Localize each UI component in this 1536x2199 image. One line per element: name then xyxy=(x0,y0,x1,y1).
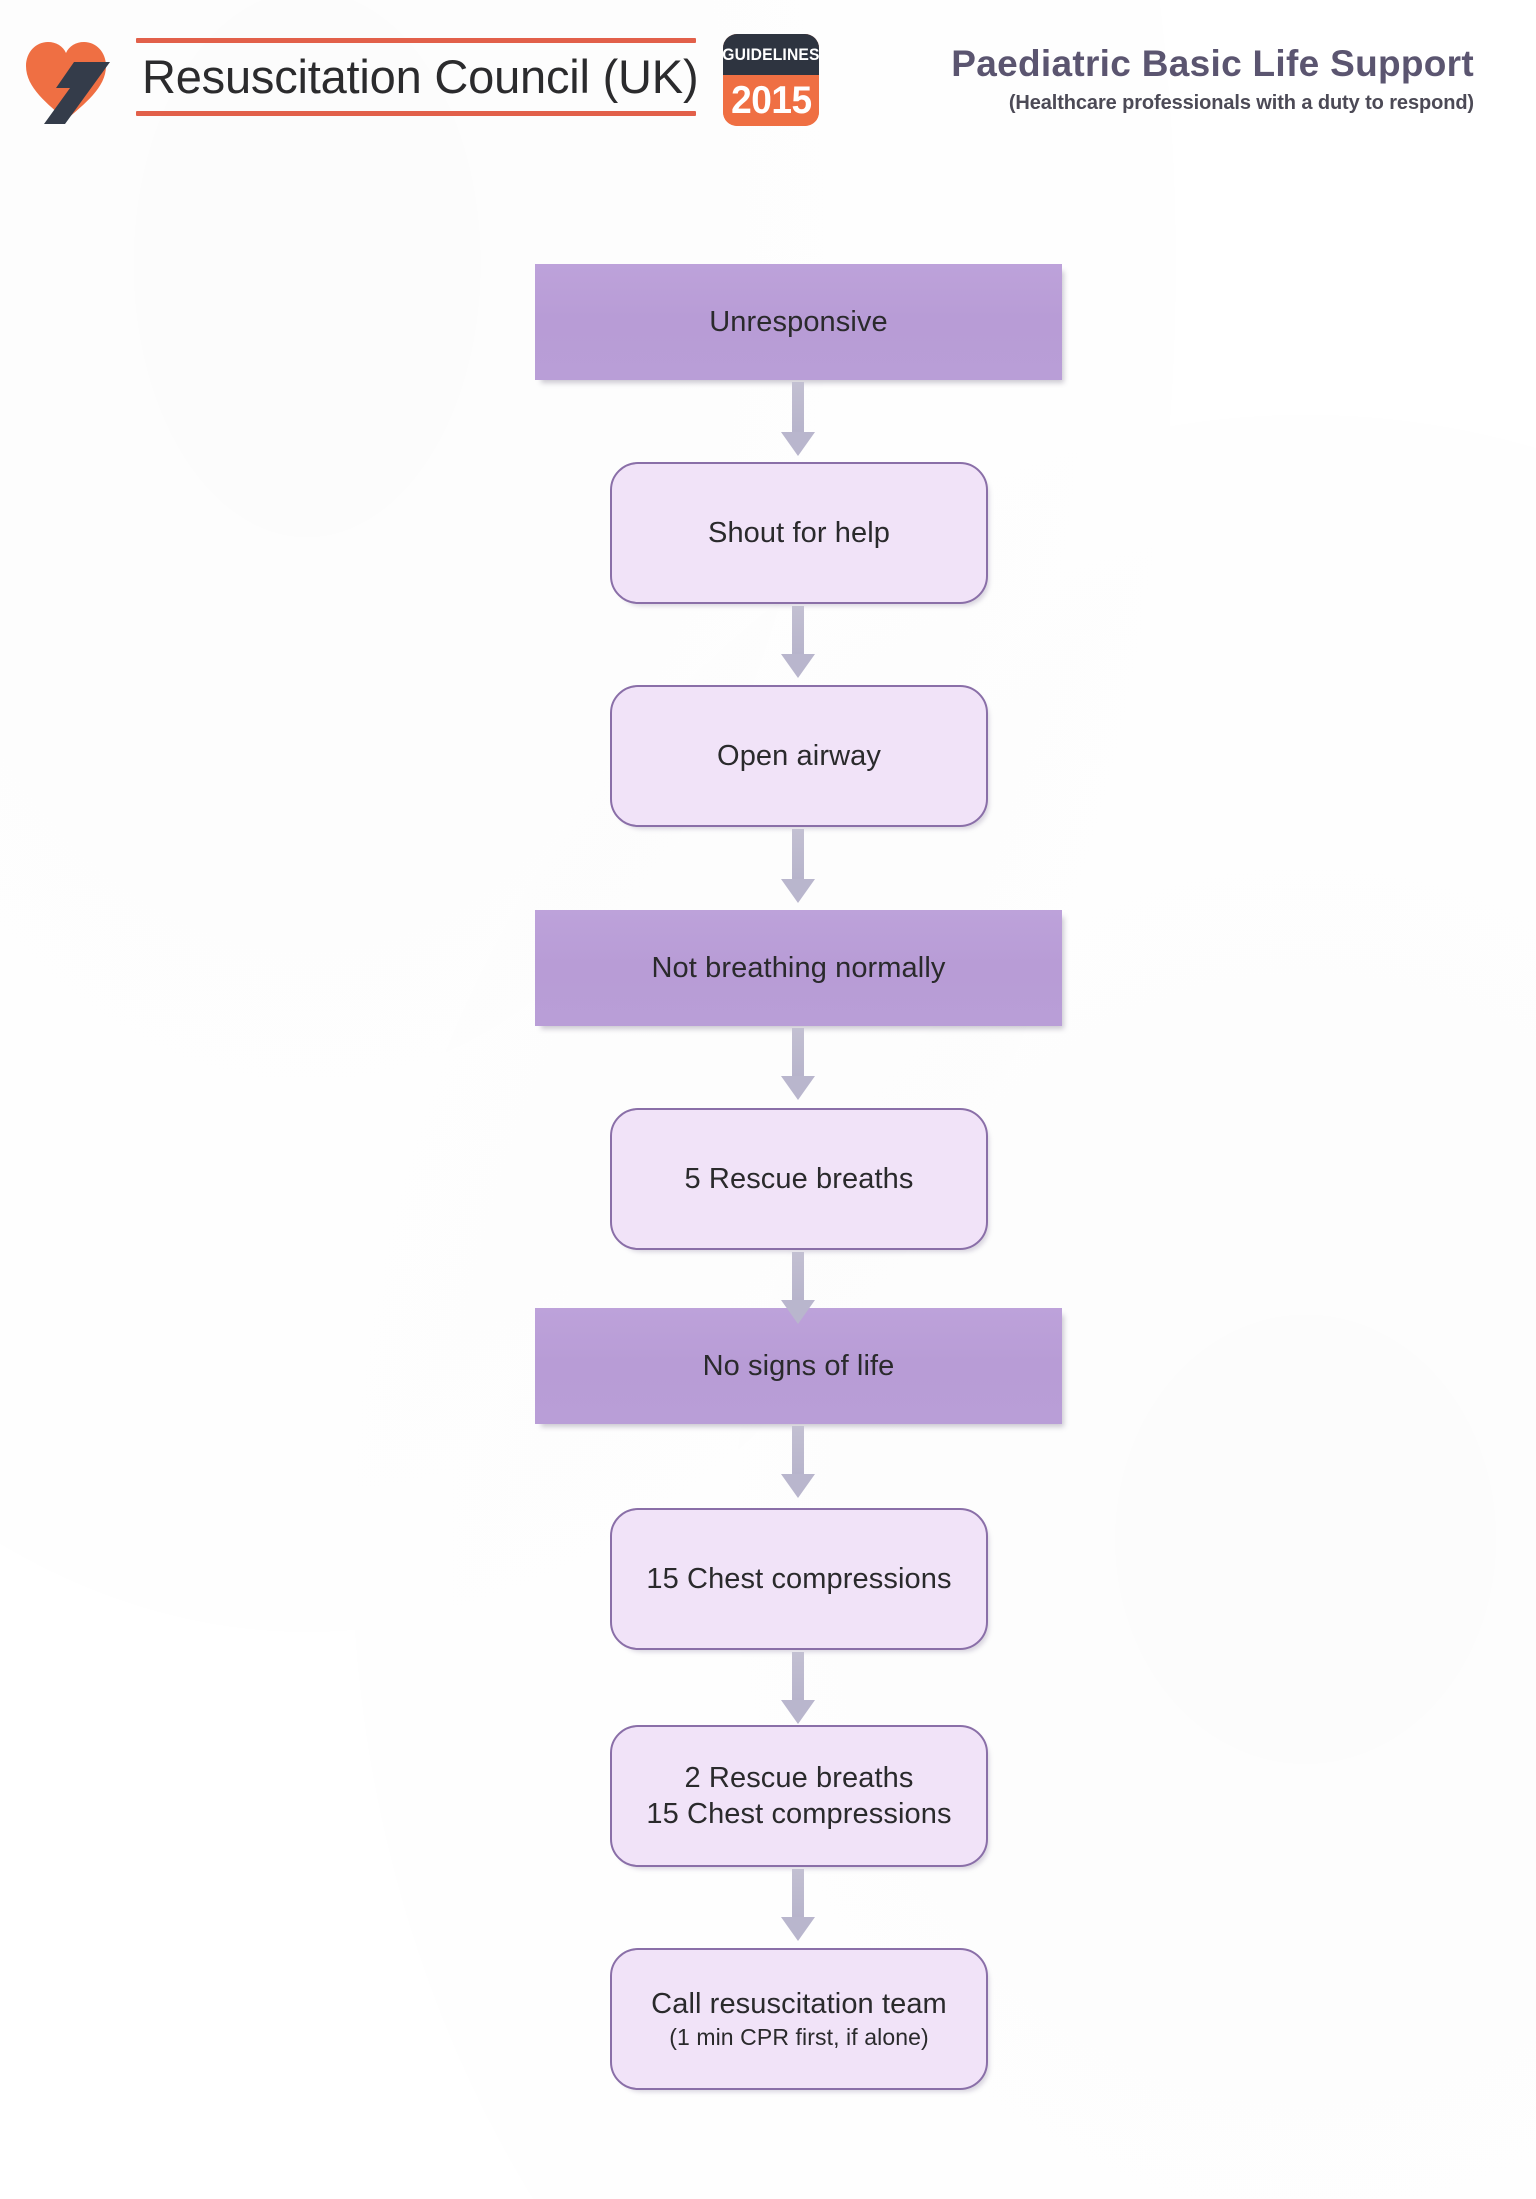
flow-arrow-6 xyxy=(781,1426,815,1498)
flow-node-not-breathing-normally: Not breathing normally xyxy=(535,910,1062,1026)
flow-node-main-text: Call resuscitation team xyxy=(651,1988,947,2020)
flow-node-label: 15 Chest compressions xyxy=(646,1563,952,1595)
flow-arrow-8 xyxy=(781,1869,815,1941)
flow-node-line-1: 2 Rescue breaths xyxy=(684,1762,914,1794)
flow-node-no-signs-of-life: No signs of life xyxy=(535,1308,1062,1424)
flow-node-five-rescue-breaths: 5 Rescue breaths xyxy=(610,1108,988,1250)
flow-node-unresponsive: Unresponsive xyxy=(535,264,1062,380)
flow-node-label: Shout for help xyxy=(708,517,890,549)
flow-arrow-1 xyxy=(781,382,815,456)
flow-node-label: Open airway xyxy=(717,740,881,772)
flow-arrow-2 xyxy=(781,606,815,678)
flow-arrow-3 xyxy=(781,829,815,903)
flow-node-label: No signs of life xyxy=(702,1350,895,1382)
flow-node-label-multiline: 2 Rescue breaths 15 Chest compressions xyxy=(636,1760,961,1832)
flow-node-label: 5 Rescue breaths xyxy=(684,1163,914,1195)
flow-node-shout-for-help: Shout for help xyxy=(610,462,988,604)
flow-arrow-7 xyxy=(781,1652,815,1724)
flow-arrow-4 xyxy=(781,1028,815,1100)
flow-node-line-2: 15 Chest compressions xyxy=(646,1798,952,1830)
flow-node-label: Call resuscitation team (1 min CPR first… xyxy=(641,1986,957,2052)
flow-node-call-resuscitation-team: Call resuscitation team (1 min CPR first… xyxy=(610,1948,988,2090)
flow-arrow-5 xyxy=(781,1252,815,1324)
flow-node-label: Unresponsive xyxy=(709,306,888,338)
flow-node-fifteen-chest-compressions: 15 Chest compressions xyxy=(610,1508,988,1650)
flow-node-open-airway: Open airway xyxy=(610,685,988,827)
flow-node-sub-text: (1 min CPR first, if alone) xyxy=(669,2024,929,2050)
flow-node-label: Not breathing normally xyxy=(651,952,946,984)
flow-node-cpr-cycle: 2 Rescue breaths 15 Chest compressions xyxy=(610,1725,988,1867)
